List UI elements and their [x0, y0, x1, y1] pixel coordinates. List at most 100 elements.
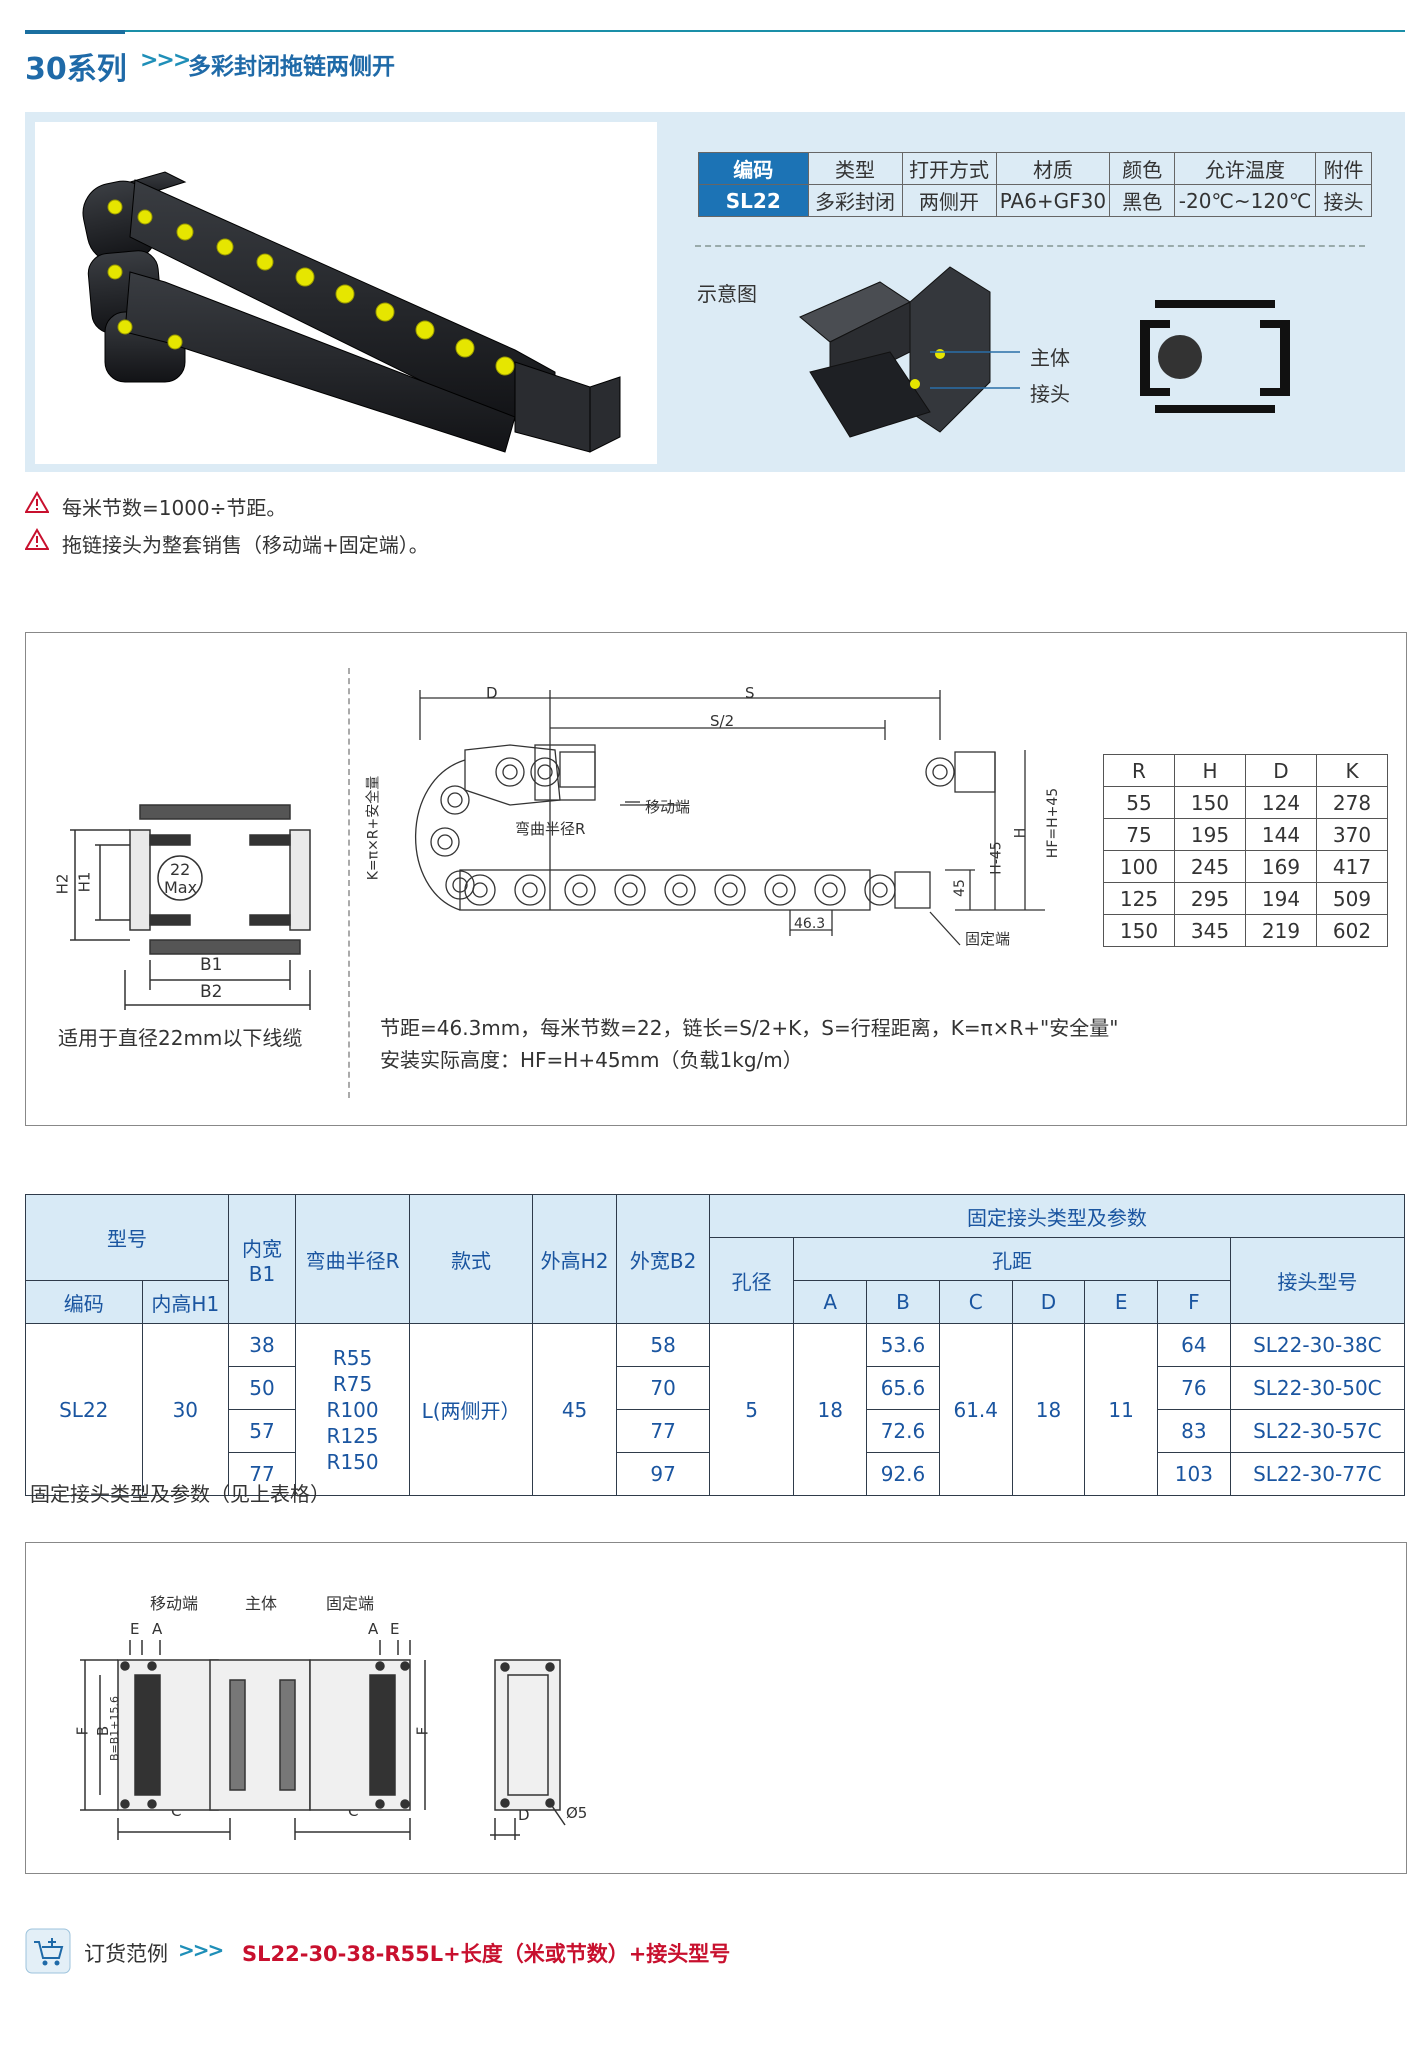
th-col-C: C — [938, 1280, 1013, 1324]
th-col-E: E — [1084, 1280, 1158, 1324]
cell-outer-height: 45 — [531, 1323, 618, 1496]
warning-icon — [25, 491, 49, 513]
th-hole-pitch: 孔距 — [793, 1237, 1231, 1281]
warning-text-1: 每米节数=1000÷节距。 — [62, 496, 287, 520]
spec-header-accessory: 附件 — [1314, 152, 1373, 185]
label-E-right: E — [390, 1620, 400, 1638]
label-fixed-end: 固定端 — [965, 930, 1011, 948]
rhdk-cell: 278 — [1316, 786, 1388, 819]
label-bend-radius: 弯曲半径R — [515, 820, 586, 838]
cell-D: 18 — [1011, 1323, 1086, 1496]
cell-B: 92.6 — [866, 1452, 940, 1496]
cart-icon — [25, 1928, 71, 1974]
schematic-callout-lines — [930, 351, 1020, 389]
panel-separator — [348, 668, 350, 1098]
th-code: 编码 — [25, 1280, 143, 1324]
radius-value: R100 — [326, 1397, 379, 1422]
cell-code: SL22 — [25, 1323, 143, 1496]
rhdk-cell: 124 — [1245, 786, 1317, 819]
rhdk-header-K: K — [1316, 754, 1388, 787]
cell-joint-model: SL22-30-57C — [1229, 1409, 1406, 1453]
label-C-left: C — [171, 1802, 182, 1820]
spec-header-type: 类型 — [807, 152, 903, 185]
rhdk-cell: 245 — [1174, 850, 1246, 883]
cell-style: L(两侧开） — [409, 1323, 533, 1496]
cell-radii: R55 R75 R100 R125 R150 — [294, 1323, 411, 1496]
spec-cell-open: 两侧开 — [901, 184, 997, 217]
cell-A: 18 — [793, 1323, 868, 1496]
cell-b1: 77 — [228, 1452, 296, 1496]
rhdk-cell: 195 — [1174, 818, 1246, 851]
warning-text-2: 拖链接头为整套销售（移动端+固定端）。 — [62, 533, 429, 557]
header-rule-accent — [25, 30, 125, 34]
formula-line-2: 安装实际高度：HF=H+45mm（负载1kg/m） — [380, 1048, 803, 1072]
cell-b2: 70 — [616, 1366, 710, 1410]
spec-header-material: 材质 — [995, 152, 1111, 185]
label-B1: B1 — [200, 955, 223, 975]
cell-B: 53.6 — [866, 1323, 940, 1367]
drag-chain-illustration — [82, 171, 621, 453]
rhdk-header-H: H — [1174, 754, 1246, 787]
th-model: 型号 — [24, 1194, 230, 1281]
spec-cell-temp: -20℃~120℃ — [1174, 184, 1316, 217]
rhdk-cell: 150 — [1174, 786, 1246, 819]
chain-dimension-drawing — [414, 690, 1045, 946]
diagram-panel-dimensions — [25, 632, 1407, 1126]
label-C-right: C — [348, 1802, 359, 1820]
rhdk-cell: 219 — [1245, 914, 1317, 947]
rhdk-cell: 75 — [1103, 818, 1175, 851]
order-example: SL22-30-38-R55L+长度（米或节数）+接头型号 — [242, 1942, 731, 1966]
spec-header-temp: 允许温度 — [1174, 152, 1316, 185]
spec-header-open: 打开方式 — [901, 152, 997, 185]
rhdk-cell: 100 — [1103, 850, 1175, 883]
radius-value: R125 — [326, 1423, 379, 1448]
cell-B: 72.6 — [866, 1409, 940, 1453]
page-subtitle: 多彩封闭拖链两侧开 — [188, 54, 395, 80]
th-style: 款式 — [409, 1194, 533, 1324]
rhdk-cell: 345 — [1174, 914, 1246, 947]
cell-F: 103 — [1156, 1452, 1231, 1496]
product-photo — [35, 122, 657, 464]
rhdk-cell: 169 — [1245, 850, 1317, 883]
cell-B: 65.6 — [866, 1366, 940, 1410]
header-rule — [25, 30, 1405, 32]
label-fixed-end-2: 固定端 — [326, 1594, 375, 1613]
cell-joint-model: SL22-30-38C — [1229, 1323, 1406, 1367]
rhdk-cell: 370 — [1316, 818, 1388, 851]
rhdk-cell: 194 — [1245, 882, 1317, 915]
cell-joint-model: SL22-30-77C — [1229, 1452, 1406, 1496]
label-moving-end-2: 移动端 — [150, 1594, 199, 1613]
cell-C: 61.4 — [938, 1323, 1013, 1496]
label-HF: HF=H+45 — [1045, 787, 1062, 859]
table-caption: 固定接头类型及参数（见上表格） — [30, 1482, 330, 1506]
spec-cell-material: PA6+GF30 — [995, 184, 1111, 217]
spec-header-code: 编码 — [698, 152, 809, 185]
callout-joint: 接头 — [1030, 382, 1070, 406]
label-H1: H1 — [75, 871, 94, 893]
label-circle-top: 22 — [170, 860, 191, 879]
diagram-panel-joint — [25, 1542, 1407, 1874]
formula-line-1: 节距=46.3mm，每米节数=22，链长=S/2+K，S=行程距离，K=π×R+… — [380, 1016, 1119, 1040]
radius-value: R75 — [332, 1371, 373, 1396]
radius-value: R55 — [332, 1345, 373, 1370]
th-col-D: D — [1011, 1280, 1086, 1324]
cell-F: 76 — [1156, 1366, 1231, 1410]
label-H: H — [1012, 827, 1029, 839]
rhdk-header-R: R — [1103, 754, 1175, 787]
cell-F: 64 — [1156, 1323, 1231, 1367]
label-D: D — [486, 684, 498, 702]
label-D-joint: D — [518, 1806, 530, 1824]
spec-cell-type: 多彩封闭 — [807, 184, 903, 217]
label-circle-bottom: Max — [164, 878, 198, 897]
label-E-left: E — [130, 1620, 140, 1638]
joint-dimension-drawing — [80, 1640, 566, 1840]
th-joint-model: 接头型号 — [1229, 1237, 1406, 1324]
rhdk-header-D: D — [1245, 754, 1317, 787]
series-title: 30系列 — [25, 52, 127, 87]
rhdk-cell: 509 — [1316, 882, 1388, 915]
cell-E: 11 — [1084, 1323, 1158, 1496]
th-outer-height: 外高H2 — [531, 1194, 618, 1324]
cross-section-icon — [1140, 300, 1290, 413]
cell-joint-model: SL22-30-50C — [1229, 1366, 1406, 1410]
